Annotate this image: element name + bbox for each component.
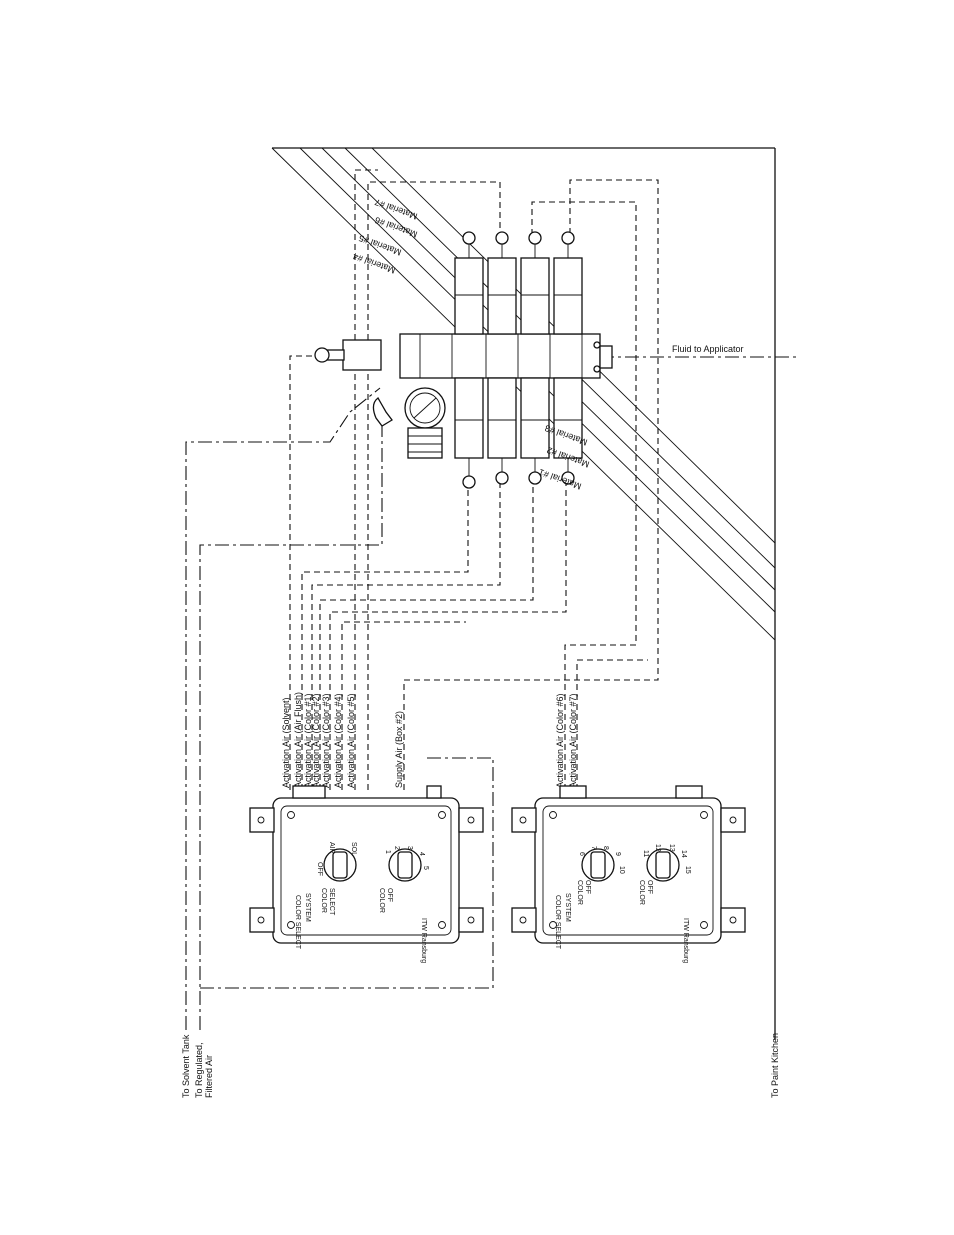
box2-knob2-label-2: OFF <box>646 880 653 894</box>
upper-valve-stack <box>454 231 583 335</box>
box1-knob1-opt-off: OFF <box>316 862 323 876</box>
box2-knob1-opt-10: 10 <box>618 866 625 874</box>
box1-knob2-opt-3: 3 <box>406 846 413 850</box>
box2-title-2: SYSTEM <box>564 893 571 922</box>
act-color-2-label: Activation Air (Color #2) <box>311 693 321 788</box>
lower-valve-stack <box>454 377 583 489</box>
control-box-2: COLOR SELECT SYSTEM COLOR OFF 6 7 8 9 10… <box>511 785 746 963</box>
box1-title-1: COLOR SELECT <box>294 895 301 950</box>
box2-knob1-label-1: COLOR <box>576 880 583 905</box>
box1-knob2-opt-5: 5 <box>422 866 429 870</box>
box2-knob1-opt-7: 7 <box>590 846 597 850</box>
act-color-7-label: Activation Air (Color #7) <box>568 693 578 788</box>
box2-knob1-label-2: OFF <box>584 880 591 894</box>
box1-brand: ITW Ransburg <box>420 918 427 963</box>
box2-brand: ITW Ransburg <box>682 918 689 963</box>
box1-knob2-opt-2: 2 <box>393 846 400 850</box>
box1-knob2-label-2: OFF <box>386 888 393 902</box>
box2-knob1-opt-6: 6 <box>578 852 585 856</box>
act-color-3-label: Activation Air (Color #3) <box>321 693 331 788</box>
paint-kitchen-label: To Paint Kitchen <box>770 1033 780 1098</box>
diagram-frame <box>272 147 776 1040</box>
box1-title-2: SYSTEM <box>304 893 311 922</box>
box1-knob2-opt-1: 1 <box>384 850 391 854</box>
box2-knob1-opt-9: 9 <box>614 852 621 856</box>
act-air-flush-label: Activation Air (Air Flush) <box>293 692 303 788</box>
box2-knob1-opt-8: 8 <box>602 846 609 850</box>
box2-knob2-opt-14: 14 <box>680 850 687 858</box>
box2-title-1: COLOR SELECT <box>554 895 561 950</box>
box2-knob2-opt-12: 12 <box>654 844 661 852</box>
act-solvent-label: Activation Air (Solvent) <box>281 697 291 788</box>
box1-knob1-opt-sol: SOL <box>350 842 357 856</box>
material-1-label: Material #1 <box>537 467 582 492</box>
regulated-air-label-2: Filtered Air <box>204 1055 214 1098</box>
box1-knob2-opt-4: 4 <box>418 852 425 856</box>
regulated-air-label-1: To Regulated, <box>194 1042 204 1098</box>
box1-knob2-label-1: COLOR <box>378 888 385 913</box>
act-color-4-label: Activation Air (Color #4) <box>333 693 343 788</box>
box1-knob1-opt-air: AIR <box>328 842 335 854</box>
box2-knob2-label-1: COLOR <box>638 880 645 905</box>
act-color-1-label: Activation Air (Color #1) <box>303 693 313 788</box>
act-color-5-label: Activation Air (Color #5) <box>346 693 356 788</box>
activation-air-lines <box>289 169 659 790</box>
supply-lines <box>185 356 800 1030</box>
fluid-to-applicator-label: Fluid to Applicator <box>672 344 744 354</box>
control-box-1: COLOR SELECT SYSTEM COLOR SELECT OFF AIR… <box>249 785 484 963</box>
act-color-6-label: Activation Air (Color #6) <box>555 693 565 788</box>
box2-knob2-opt-15: 15 <box>684 866 691 874</box>
supply-air-box2-label: Supply Air (Box #2) <box>394 711 404 788</box>
activation-labels: Activation Air (Solvent) Activation Air … <box>281 692 578 788</box>
color-change-manifold <box>314 231 613 489</box>
pressure-gauge <box>372 387 446 459</box>
box1-knob1-label-2: SELECT <box>328 888 335 916</box>
box2-knob2-opt-11: 11 <box>642 850 649 857</box>
solvent-tank-label: To Solvent Tank <box>181 1034 191 1098</box>
box2-knob2-opt-13: 13 <box>668 844 675 852</box>
box1-knob1-label-1: COLOR <box>320 888 327 913</box>
